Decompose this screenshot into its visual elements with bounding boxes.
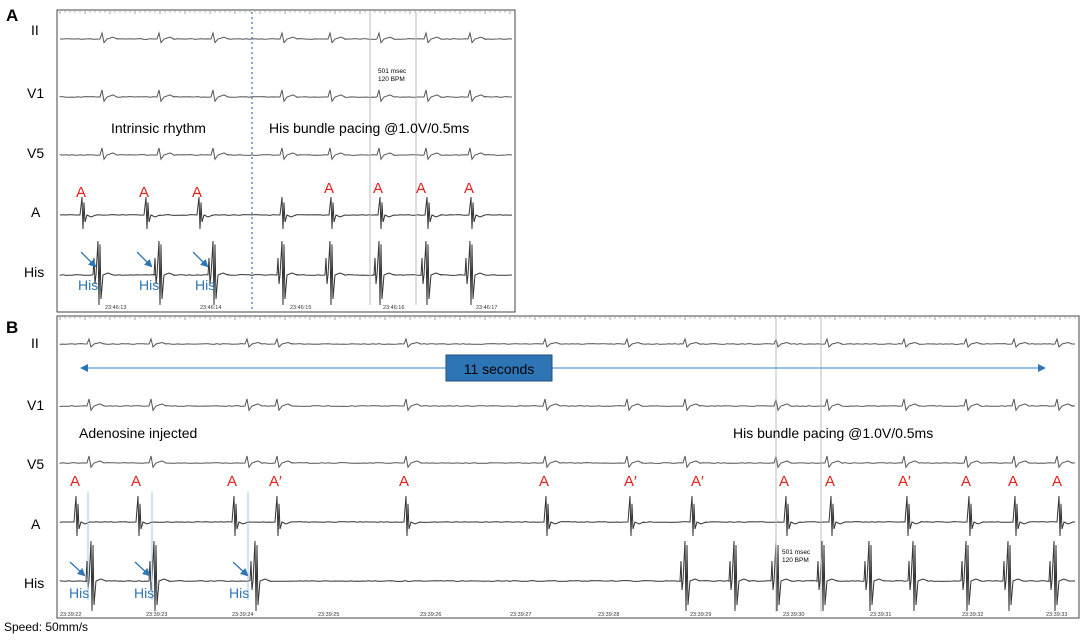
panel-b-trace-his <box>59 540 1075 612</box>
panel-b-trace-v1 <box>59 398 1076 412</box>
speed-label: Speed: 50mm/s <box>4 620 88 634</box>
panel-b-his-arrow <box>69 561 86 577</box>
panel-b-his-label: His <box>134 585 154 601</box>
panel-b-atrial-marker: A <box>779 473 789 490</box>
panel-a-label-intrinsic: Intrinsic rhythm <box>111 120 206 136</box>
panel-a-trace-v1 <box>59 89 513 103</box>
panel-a-his-arrow <box>136 251 153 268</box>
panel-b-duration-box <box>445 354 553 382</box>
panel-b-atrial-marker: A <box>227 473 237 490</box>
panel-a-letter: A <box>6 6 18 25</box>
panel-b-frame <box>56 315 1080 619</box>
panel-a-his-arrow <box>80 251 97 268</box>
panel-a-timestamp: 23:46:16 <box>383 305 404 311</box>
panel-a-lead-v1: V1 <box>27 85 44 101</box>
panel-a-atrial-marker: A <box>192 184 202 201</box>
panel-b-letter: B <box>6 318 18 337</box>
panel-a-timestamp: 23:46:15 <box>290 305 311 311</box>
panel-a-lead-his: His <box>24 264 44 280</box>
panel-b-label-pacing: His bundle pacing @1.0V/0.5ms <box>733 425 933 441</box>
panel-b-timestamp: 23:39:27 <box>510 612 531 618</box>
panel-b-timestamp: 23:39:28 <box>598 612 619 618</box>
panel-b-his-label: His <box>229 585 249 601</box>
panel-b-atrial-marker: A <box>825 473 835 490</box>
panel-b-atrial-marker: A <box>539 473 549 490</box>
panel-b-his-label: His <box>69 585 89 601</box>
panel-a-trace-a <box>59 196 513 230</box>
panel-b-lead-a: A <box>31 516 41 532</box>
panel-b-atrial-marker: A′ <box>691 473 704 490</box>
panel-a-his-label: His <box>78 277 98 293</box>
panel-b-label-adenosine: Adenosine injected <box>79 425 197 441</box>
panel-a-atrial-marker: A <box>76 184 86 201</box>
panel-a-measure-msec: 501 msec <box>378 68 407 75</box>
panel-b-his-arrow <box>232 561 249 577</box>
panel-b-measure-bpm: 120 BPM <box>782 557 809 564</box>
panel-a-measure-bpm: 120 BPM <box>378 76 405 83</box>
panel-b-timestamp: 23:39:33 <box>1046 612 1067 618</box>
panel-b-timestamp: 23:39:23 <box>146 612 167 618</box>
panel-b-timestamp: 23:39:25 <box>318 612 339 618</box>
panel-b-timestamp: 23:39:22 <box>60 612 81 618</box>
panel-a-atrial-marker: A <box>416 180 426 197</box>
panel-a-lead-ii: II <box>31 22 39 38</box>
panel-a-trace-ii <box>60 31 513 44</box>
panel-a-his-arrow <box>192 251 209 268</box>
panel-a-his-label: His <box>195 277 215 293</box>
panel-a-atrial-marker: A <box>139 184 149 201</box>
panel-b-atrial-marker: A <box>961 473 971 490</box>
panel-a-lead-a: A <box>31 204 41 220</box>
panel-b-atrial-marker: A′ <box>898 473 911 490</box>
panel-b-atrial-marker: A <box>399 473 409 490</box>
panel-b-lead-v1: V1 <box>27 397 44 413</box>
panel-b-atrial-marker: A <box>1052 473 1062 490</box>
panel-b-trace-a <box>59 495 1076 537</box>
panel-b-lead-his: His <box>24 575 44 591</box>
panel-b-atrial-marker: A <box>131 473 141 490</box>
panel-b-timestamp: 23:39:31 <box>870 612 891 618</box>
panel-b-lead-v5: V5 <box>27 456 44 472</box>
panel-a-his-label: His <box>139 277 159 293</box>
panel-a-atrial-marker: A <box>464 180 474 197</box>
panel-b-trace-ii <box>59 337 1075 348</box>
panel-a-atrial-marker: A <box>324 180 334 197</box>
panel-a: A II V1 V5 A His 501 msec 120 BPM Intrin… <box>6 6 516 313</box>
panel-b-duration-label: 11 seconds <box>464 361 535 377</box>
panel-b-atrial-marker: A′ <box>624 473 637 490</box>
panel-b-atrial-marker: A <box>70 473 80 490</box>
panel-b-timestamp: 23:39:32 <box>962 612 983 618</box>
panel-b-his-arrow <box>134 561 151 577</box>
panel-a-timestamp: 23:46:17 <box>476 305 497 311</box>
panel-b-timestamp: 23:39:24 <box>232 612 253 618</box>
panel-b-atrial-marker: A <box>1008 473 1018 490</box>
panel-b-top-ticks <box>59 317 1076 320</box>
panel-b-timestamp: 23:39:30 <box>783 612 804 618</box>
panel-a-trace-v5 <box>59 147 513 161</box>
panel-b: B II V1 V5 A His 501 msec 120 BPM 11 sec… <box>6 315 1080 619</box>
panel-a-atrial-marker: A <box>373 180 383 197</box>
panel-b-trace-v5 <box>59 455 1076 469</box>
panel-b-timestamp: 23:39:29 <box>690 612 711 618</box>
panel-a-timestamp: 23:46:14 <box>200 305 221 311</box>
panel-b-measure-msec: 501 msec <box>782 549 811 556</box>
panel-b-atrial-marker: A′ <box>269 473 282 490</box>
panel-a-top-ticks <box>59 11 511 14</box>
panel-a-label-pacing: His bundle pacing @1.0V/0.5ms <box>269 120 469 136</box>
panel-b-lead-ii: II <box>31 335 39 351</box>
panel-b-timestamp: 23:39:26 <box>420 612 441 618</box>
panel-a-frame <box>56 9 516 313</box>
panel-a-lead-v5: V5 <box>27 145 44 161</box>
panel-a-timestamp: 23:46:13 <box>105 305 126 311</box>
panel-a-trace-his <box>59 240 513 306</box>
